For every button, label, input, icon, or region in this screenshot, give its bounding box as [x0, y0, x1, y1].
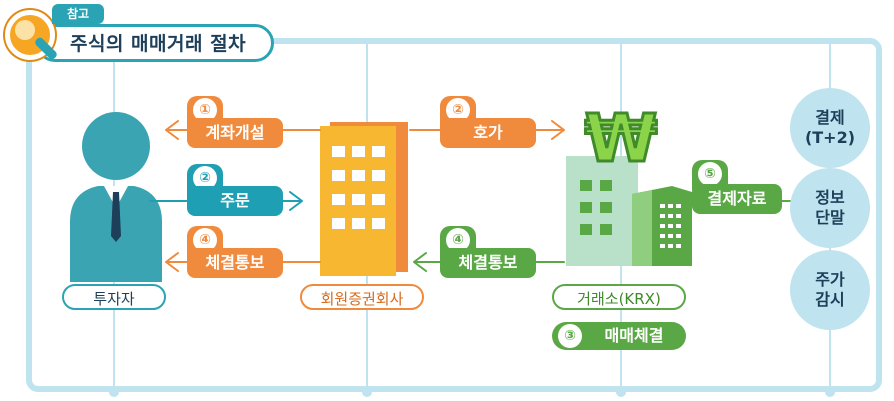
step-label-execution-notice: 체결통보 [187, 248, 283, 278]
settlement-line2: (T+2) [804, 128, 856, 147]
settlement-line1: 결제 [815, 108, 845, 127]
step-label-execution-notice: 체결통보 [440, 248, 536, 278]
step-number: ③ [558, 324, 582, 348]
exchange-label: 거래소(KRX) [552, 284, 686, 310]
reference-badge: 참고 [52, 4, 104, 24]
investor-person-icon [70, 112, 162, 282]
price-surveillance-line1: 주가 [815, 270, 845, 289]
step-label-quote: 호가 [440, 118, 536, 148]
info-terminal-line2: 단말 [815, 208, 845, 227]
broker-label: 회원증권회사 [300, 284, 424, 310]
page-title: 주식의 매매거래 절차 [70, 33, 247, 55]
price-surveillance-line2: 감시 [815, 290, 845, 309]
diagram-frame [26, 38, 882, 392]
title-pill [36, 24, 274, 62]
step-label-account-open: 계좌개설 [187, 118, 283, 148]
step-label-matching: 매매체결 [604, 326, 664, 345]
step-label-settlement-data: 결제자료 [692, 184, 782, 214]
exchange-building-icon [566, 156, 692, 266]
info-terminal-line1: 정보 [815, 188, 845, 207]
step-number: ⑤ [698, 162, 722, 186]
settlement-circle: 결제(T+2) [790, 88, 870, 168]
broker-building-icon [320, 122, 408, 276]
step-label-order: 주문 [187, 186, 283, 216]
investor-label: 투자자 [62, 284, 166, 310]
won-symbol: ₩ [583, 100, 659, 177]
magnifier-glass [15, 20, 35, 40]
